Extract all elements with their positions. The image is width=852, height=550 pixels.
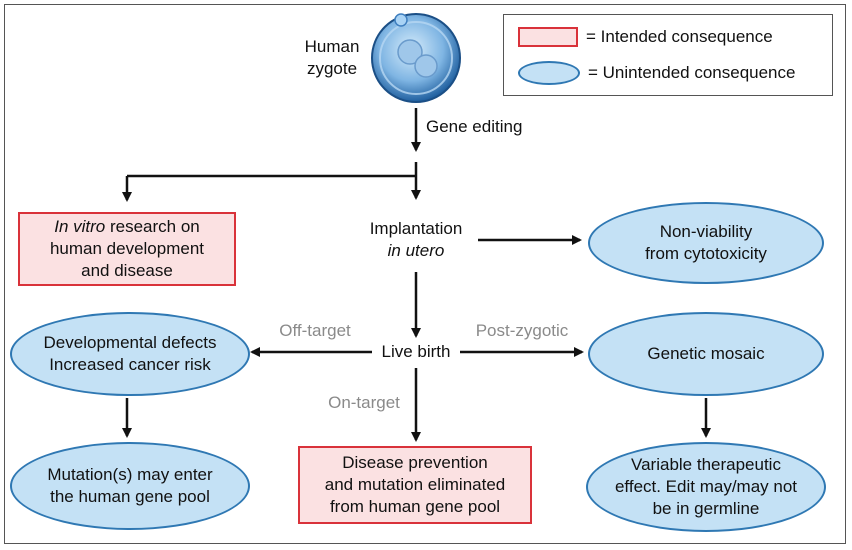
disease-prevention-line2: and mutation eliminated [324, 475, 506, 494]
live-birth-label: Live birth [381, 342, 451, 361]
off-target-label: Off-target [279, 321, 351, 340]
variable-effect-line2: effect. Edit may/may not [614, 477, 798, 496]
in-vitro-line3: and disease [81, 261, 173, 280]
on-target-label: On-target [328, 393, 400, 412]
developmental-line1: Developmental defects [43, 333, 217, 352]
mutation-pool-line2: the human gene pool [50, 487, 210, 506]
mutation-pool-node: Mutation(s) may enter the human gene poo… [10, 442, 250, 530]
in-vitro-line1: research on [105, 217, 200, 236]
non-viability-line2: from cytotoxicity [645, 244, 767, 263]
mosaic-line1: Genetic mosaic [647, 344, 765, 363]
diagram-frame [4, 4, 846, 544]
genetic-mosaic-node: Genetic mosaic [588, 312, 824, 396]
intended-swatch-icon [518, 27, 578, 47]
zygote-label-line2: zygote [306, 59, 358, 78]
implantation-line1: Implantation [369, 219, 463, 238]
implantation-line2: in utero [387, 241, 445, 260]
legend-unintended-label: = Unintended consequence [588, 63, 796, 82]
variable-effect-line1: Variable therapeutic [631, 455, 781, 474]
disease-prevention-node: Disease prevention and mutation eliminat… [298, 446, 532, 524]
zygote-label-line1: Human [304, 37, 360, 56]
in-vitro-node: In vitro research on human development a… [18, 212, 236, 286]
gene-editing-label: Gene editing [426, 117, 523, 136]
variable-effect-node: Variable therapeutic effect. Edit may/ma… [586, 442, 826, 532]
non-viability-line1: Non-viability [659, 222, 753, 241]
legend-intended-label: = Intended consequence [586, 27, 773, 46]
zygote-label: Human zygote [284, 36, 380, 80]
unintended-swatch-icon [518, 61, 580, 85]
disease-prevention-line3: from human gene pool [329, 497, 501, 516]
mutation-pool-line1: Mutation(s) may enter [47, 465, 213, 484]
zygote-cell-icon [371, 13, 461, 103]
developmental-defects-node: Developmental defects Increased cancer r… [10, 312, 250, 396]
disease-prevention-line1: Disease prevention [342, 453, 488, 472]
in-vitro-italic: In vitro [54, 217, 106, 236]
in-vitro-line2: human development [49, 239, 205, 258]
legend: = Intended consequence = Unintended cons… [503, 14, 833, 96]
legend-unintended: = Unintended consequence [518, 61, 795, 85]
non-viability-node: Non-viability from cytotoxicity [588, 202, 824, 284]
implantation-label: Implantation in utero [346, 218, 486, 262]
developmental-line2: Increased cancer risk [49, 355, 211, 374]
post-zygotic-label: Post-zygotic [475, 321, 569, 340]
variable-effect-line3: be in germline [652, 499, 760, 518]
legend-intended: = Intended consequence [518, 27, 773, 47]
